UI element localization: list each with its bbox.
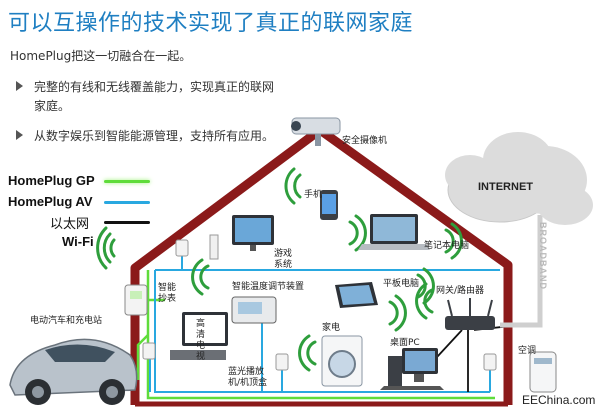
gateway-label: 网关/路由器 bbox=[436, 286, 485, 296]
legend-gp-label: HomePlug GP bbox=[8, 173, 95, 188]
watermark-text: EEChina.com bbox=[522, 393, 596, 407]
thermostat-icon bbox=[231, 296, 277, 324]
arrow-bullet-icon bbox=[16, 130, 23, 140]
bullet-text: 完整的有线和无线覆盖能力，实现真正的联网家庭。 bbox=[34, 80, 275, 113]
wifi-signal-icon bbox=[415, 282, 434, 320]
thermostat-label: 智能温度调节装置 bbox=[232, 282, 305, 292]
tablet-icon bbox=[335, 282, 378, 308]
game-system-label: 游戏系统 bbox=[274, 249, 293, 270]
legend-av-line bbox=[104, 201, 150, 204]
appliance-icon bbox=[321, 335, 363, 387]
legend-wifi-label: Wi-Fi bbox=[62, 234, 94, 249]
wifi-signal-icon bbox=[348, 214, 367, 252]
bullet-text: 从数字娱乐到智能能源管理，支持所有应用。 bbox=[34, 129, 275, 143]
arrow-bullet-icon bbox=[16, 81, 23, 91]
ac-label: 空调 bbox=[518, 346, 537, 356]
page-title: 可以互操作的技术实现了真正的联网家庭 bbox=[8, 11, 414, 36]
ev-label: 电动汽车和充电站 bbox=[30, 316, 103, 326]
bluray-label: 蓝光播放机/机顶盒 bbox=[228, 367, 268, 388]
wifi-signal-icon bbox=[388, 294, 407, 332]
legend-ethernet-label: 以太网 bbox=[50, 216, 90, 231]
laptop-icon bbox=[358, 214, 430, 250]
bullet-item: 完整的有线和无线覆盖能力，实现真正的联网家庭。 bbox=[16, 78, 276, 116]
broadband-line bbox=[500, 215, 543, 328]
wifi-signal-icon bbox=[96, 226, 116, 270]
air-conditioner-icon bbox=[529, 351, 557, 393]
game-system-icon bbox=[209, 215, 274, 260]
smart-meter-label: 智能抄表 bbox=[158, 283, 177, 304]
hdtv-label: 高清电视 bbox=[196, 319, 206, 362]
plug-adapter-icon bbox=[142, 239, 497, 371]
smart-meter-icon bbox=[124, 284, 148, 316]
wifi-signal-icon bbox=[444, 222, 463, 260]
legend-av-label: HomePlug AV bbox=[8, 194, 93, 209]
wifi-signal-icon bbox=[298, 334, 317, 372]
broadband-label: BROADBAND bbox=[538, 222, 548, 290]
wifi-signal-icon bbox=[284, 167, 302, 205]
laptop-label: 笔记本电脑 bbox=[424, 241, 470, 251]
hdtv-icon bbox=[170, 312, 228, 360]
security-camera-icon bbox=[291, 117, 341, 146]
bullet-item: 从数字娱乐到智能能源管理，支持所有应用。 bbox=[16, 127, 276, 146]
legend-gp-line bbox=[104, 180, 150, 183]
internet-cloud bbox=[445, 132, 593, 225]
desktop-pc-icon bbox=[380, 348, 444, 390]
tablet-label: 平板电脑 bbox=[383, 279, 420, 289]
appliance-label: 家电 bbox=[322, 323, 341, 333]
phone-icon bbox=[320, 190, 338, 220]
intro-text: HomePlug把这一切融合在一起。 bbox=[10, 49, 192, 63]
electric-car-icon bbox=[9, 338, 138, 405]
legend-ethernet-line bbox=[104, 221, 150, 224]
phone-label: 手机 bbox=[304, 190, 323, 200]
camera-label: 安全摄像机 bbox=[342, 136, 388, 146]
wifi-signal-icon bbox=[191, 258, 210, 296]
homeplug-gp-wiring bbox=[136, 270, 495, 400]
desktop-pc-label: 桌面PC bbox=[390, 338, 420, 348]
gateway-router-icon bbox=[445, 298, 495, 330]
internet-label: INTERNET bbox=[478, 181, 533, 193]
